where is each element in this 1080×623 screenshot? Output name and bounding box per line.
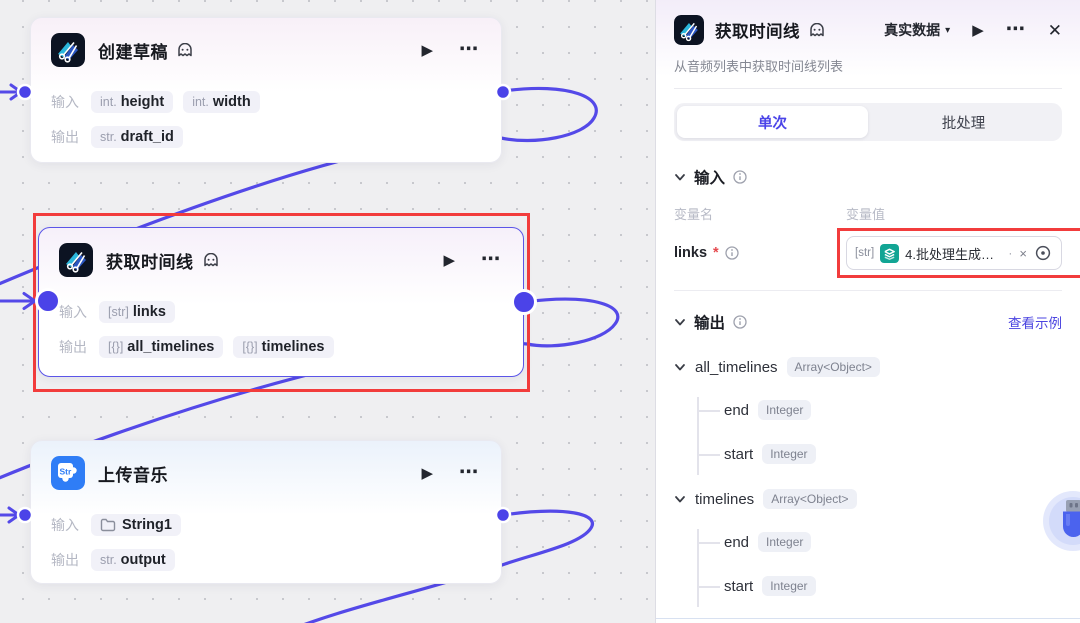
type-badge: Integer: [758, 400, 812, 420]
output-label: 输出: [59, 339, 87, 355]
clear-value-icon[interactable]: ×: [1019, 245, 1027, 261]
param-tag: str.draft_id: [91, 126, 183, 148]
tree-row-timelines[interactable]: timelines Array<Object>: [674, 489, 1062, 509]
param-tag: String1: [91, 514, 181, 536]
type-badge: Integer: [762, 576, 816, 596]
layers-icon: [880, 243, 900, 263]
value-type-tag: [str]: [855, 247, 875, 259]
tree-connector: [697, 410, 720, 412]
column-variable-name: 变量名: [674, 207, 714, 222]
node-config-panel: 获取时间线 真实数据 ▾ ▶ ⋯ ✕ 从音频列表中获取时间线列表 单次 批处理 …: [655, 0, 1080, 623]
tree-connector: [697, 397, 699, 475]
workflow-canvas[interactable]: 创建草稿 ▶ ⋯ 输入 int.height int.width 输出 str.…: [0, 0, 655, 623]
tree-row-start: start Integer: [697, 443, 1062, 465]
type-badge: Integer: [762, 444, 816, 464]
tree-row-start: start Integer: [697, 575, 1062, 597]
capcut-icon: [59, 243, 93, 277]
close-panel-button[interactable]: ✕: [1047, 20, 1062, 40]
output-section-title: 输出: [694, 315, 726, 332]
node-get-timeline[interactable]: 获取时间线 ▶ ⋯ 输入 [str]links 输出 [{}]all_timel…: [38, 227, 524, 377]
output-tree-group: all_timelines Array<Object> end Integer …: [674, 357, 1062, 475]
required-asterisk: *: [713, 245, 719, 261]
chevron-down-icon[interactable]: [674, 171, 686, 183]
param-name: links*: [674, 245, 846, 261]
type-badge: Array<Object>: [763, 489, 857, 509]
param-tag: int.width: [183, 91, 260, 113]
node-title: 上传音乐: [98, 465, 168, 485]
tree-row-end: end Integer: [697, 531, 1062, 553]
chevron-down-icon[interactable]: [674, 361, 686, 373]
type-badge: Array<Object>: [786, 357, 880, 377]
panel-title: 获取时间线: [715, 23, 800, 41]
info-icon: [725, 246, 739, 260]
tab-batch-run[interactable]: 批处理: [941, 115, 986, 132]
tree-connector: [697, 542, 720, 544]
input-section-title: 输入: [694, 170, 726, 187]
run-node-button[interactable]: ▶: [443, 251, 455, 269]
node-title: 创建草稿: [98, 42, 168, 62]
param-tag: [{}]all_timelines: [99, 336, 224, 358]
tree-row-all-timelines[interactable]: all_timelines Array<Object>: [674, 357, 1062, 377]
node-more-button[interactable]: ⋯: [481, 249, 501, 271]
divider: [674, 290, 1062, 291]
view-example-link[interactable]: 查看示例: [1008, 316, 1062, 331]
node-upload-music[interactable]: Str 上传音乐 ▶ ⋯ 输入 String1: [30, 440, 502, 584]
panel-more-button[interactable]: ⋯: [1005, 19, 1026, 41]
column-variable-value: 变量值: [846, 207, 886, 222]
capcut-icon: [674, 15, 704, 45]
value-reference-text: 4.批处理生成…: [905, 246, 995, 262]
plugin-ghost-icon: [810, 22, 824, 36]
str-plugin-icon: Str: [51, 456, 85, 490]
tree-connector: [697, 586, 720, 588]
param-row-links: links* [str] 4.批处理生成… · ×: [674, 228, 1080, 278]
data-mode-dropdown[interactable]: 真实数据 ▾: [884, 22, 951, 38]
tree-connector: [697, 529, 699, 607]
output-label: 输出: [51, 552, 79, 568]
output-label: 输出: [51, 129, 79, 145]
run-panel-button[interactable]: ▶: [972, 21, 984, 39]
plugin-ghost-icon: [203, 252, 218, 266]
node-title: 获取时间线: [106, 252, 194, 272]
svg-text:Str: Str: [60, 467, 73, 477]
output-tree-group: timelines Array<Object> end Integer star…: [674, 489, 1062, 607]
run-node-button[interactable]: ▶: [421, 464, 433, 482]
locate-node-icon[interactable]: [1034, 244, 1052, 262]
run-node-button[interactable]: ▶: [421, 41, 433, 59]
run-mode-tabs: 单次 批处理: [674, 103, 1062, 141]
param-tag: [{}]timelines: [233, 336, 334, 358]
tree-row-end: end Integer: [697, 399, 1062, 421]
input-label: 输入: [51, 517, 79, 533]
param-tag: int.height: [91, 91, 174, 113]
param-tag: str.output: [91, 549, 175, 571]
input-label: 输入: [59, 304, 87, 320]
info-icon: [733, 170, 747, 184]
type-badge: Integer: [758, 532, 812, 552]
tree-connector: [697, 454, 720, 456]
chevron-down-icon[interactable]: [674, 316, 686, 328]
folder-icon: [100, 518, 116, 532]
node-more-button[interactable]: ⋯: [459, 39, 479, 61]
node-more-button[interactable]: ⋯: [459, 462, 479, 484]
param-value-input[interactable]: [str] 4.批处理生成… · ×: [846, 236, 1062, 270]
capcut-icon: [51, 33, 85, 67]
param-tag: [str]links: [99, 301, 175, 323]
info-icon: [733, 315, 747, 329]
plugin-ghost-icon: [178, 42, 192, 56]
divider: [656, 618, 1080, 619]
chevron-down-icon[interactable]: [674, 493, 686, 505]
tab-single-run[interactable]: 单次: [677, 106, 868, 138]
input-label: 输入: [51, 94, 79, 110]
divider: [674, 88, 1062, 89]
node-create-draft[interactable]: 创建草稿 ▶ ⋯ 输入 int.height int.width 输出 str.…: [30, 17, 502, 163]
caret-down-icon: ▾: [945, 24, 951, 36]
node-description: 从音频列表中获取时间线列表: [674, 59, 844, 74]
separator-dot: ·: [1008, 246, 1013, 260]
